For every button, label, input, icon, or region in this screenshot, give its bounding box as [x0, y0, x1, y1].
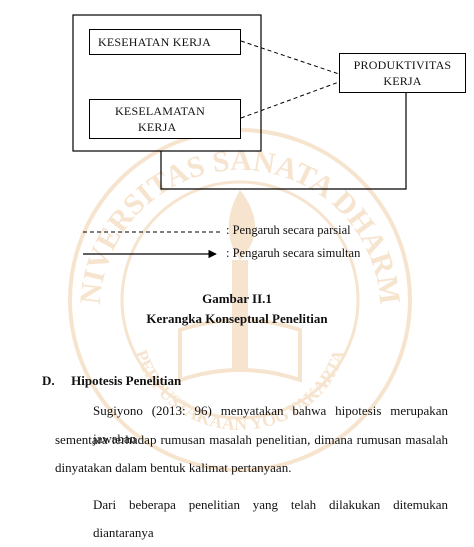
node-produktivitas-line1: PRODUKTIVITAS [353, 58, 452, 72]
node-keselamatan-line2: KERJA [138, 120, 177, 134]
independent-variables-group [72, 14, 262, 152]
paragraph-2-line-1: Dari beberapa penelitian yang telah dila… [93, 497, 448, 540]
node-kesehatan-kerja-label: KESEHATAN KERJA [98, 35, 212, 49]
node-keselamatan-line1: KESELAMATAN [115, 104, 205, 118]
figure-title: Kerangka Konseptual Penelitian [146, 311, 328, 326]
paragraph-1-line-2: sementara terhadap rumusan masalah penel… [55, 432, 448, 447]
section-label: D. [42, 373, 55, 388]
partial-arrow-keselamatan [240, 81, 340, 119]
node-keselamatan-kerja: KESELAMATAN KERJA [89, 99, 241, 139]
partial-arrow-kesehatan [240, 40, 340, 75]
simultaneous-connector [160, 92, 407, 190]
paragraph-1-line-3: dinyatakan dalam bentuk kalimat pertanya… [55, 460, 292, 475]
node-kesehatan-kerja: KESEHATAN KERJA [89, 29, 241, 55]
figure-number: Gambar II.1 [202, 291, 272, 306]
legend-simultaneous-label: : Pengaruh secara simultan [226, 246, 361, 260]
paragraph-1-line-1: Sugiyono (2013: 96) menyatakan bahwa hip… [93, 403, 448, 446]
section-title: Hipotesis Penelitian [71, 373, 182, 388]
node-produktivitas-line2: KERJA [383, 74, 422, 88]
node-produktivitas-kerja: PRODUKTIVITAS KERJA [339, 53, 466, 93]
section-heading: D. Hipotesis Penelitian [42, 373, 181, 389]
diagram-connectors [72, 14, 407, 259]
legend-partial-label: : Pengaruh secara parsial [226, 223, 351, 237]
